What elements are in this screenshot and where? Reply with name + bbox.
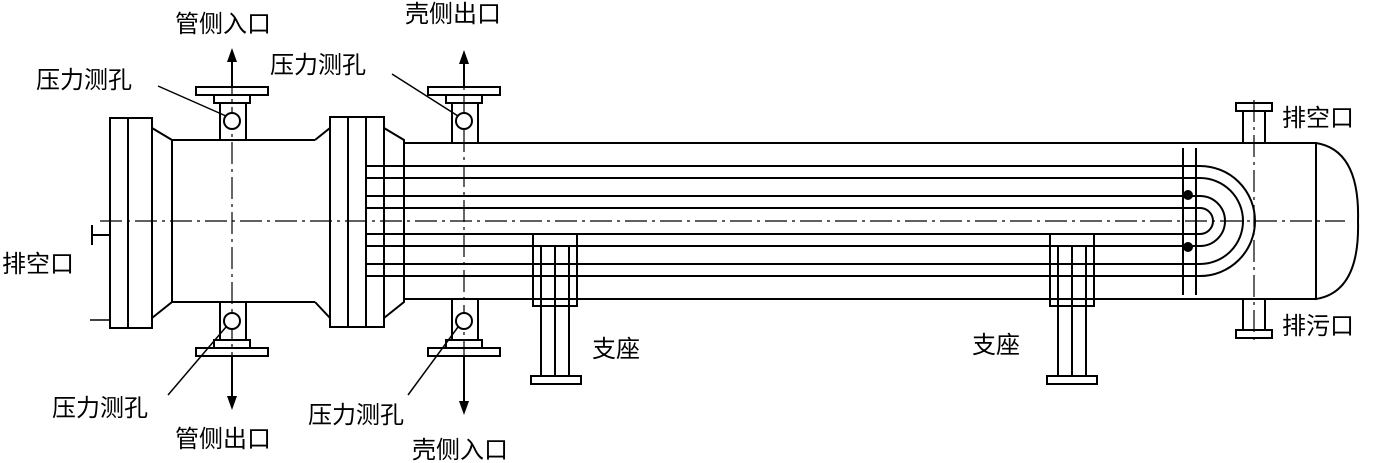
- tube-dot-upper: [1183, 190, 1193, 200]
- shell-inlet-nozzle: [427, 299, 501, 415]
- label-vent-left: 排空口: [2, 250, 74, 278]
- label-shell-outlet: 壳侧出口: [405, 0, 501, 28]
- label-vent-right: 排空口: [1282, 104, 1354, 132]
- support-left: [530, 233, 582, 385]
- pressure-tap-lower-left: [223, 312, 241, 330]
- tube-outlet-nozzle: [195, 302, 269, 410]
- label-pressure-tap-upper-left: 压力测孔: [36, 66, 132, 94]
- label-support-right: 支座: [972, 331, 1020, 359]
- left-channel: [90, 72, 315, 372]
- label-pressure-tap-lower-right: 压力测孔: [308, 401, 404, 429]
- leader-pressure-lower-right: [407, 326, 459, 396]
- label-shell-inlet: 壳侧入口: [412, 436, 508, 463]
- label-tube-outlet: 管侧出口: [175, 425, 271, 453]
- label-drain: 排污口: [1282, 312, 1354, 340]
- leader-pressure-upper-right: [391, 73, 459, 117]
- pressure-tap-upper-right: [455, 112, 473, 130]
- leader-pressure-lower-left: [167, 326, 227, 396]
- pressure-tap-upper-left: [223, 112, 241, 130]
- tube-inlet-nozzle: [195, 48, 269, 140]
- shell-outlet-nozzle: [427, 50, 501, 400]
- support-right: [1046, 233, 1098, 385]
- drain-nozzle: [1235, 299, 1273, 339]
- tube-dot-lower: [1183, 242, 1193, 252]
- tubesheet-flanges: [314, 116, 405, 328]
- pressure-tap-lower-right: [455, 312, 473, 330]
- vent-nozzle-right: [1235, 100, 1273, 345]
- label-support-left: 支座: [592, 335, 640, 363]
- label-pressure-tap-upper-right: 压力测孔: [270, 51, 366, 79]
- label-pressure-tap-lower-left: 压力测孔: [52, 394, 148, 422]
- label-tube-inlet: 管侧入口: [175, 10, 271, 38]
- leader-pressure-upper-left: [157, 85, 227, 117]
